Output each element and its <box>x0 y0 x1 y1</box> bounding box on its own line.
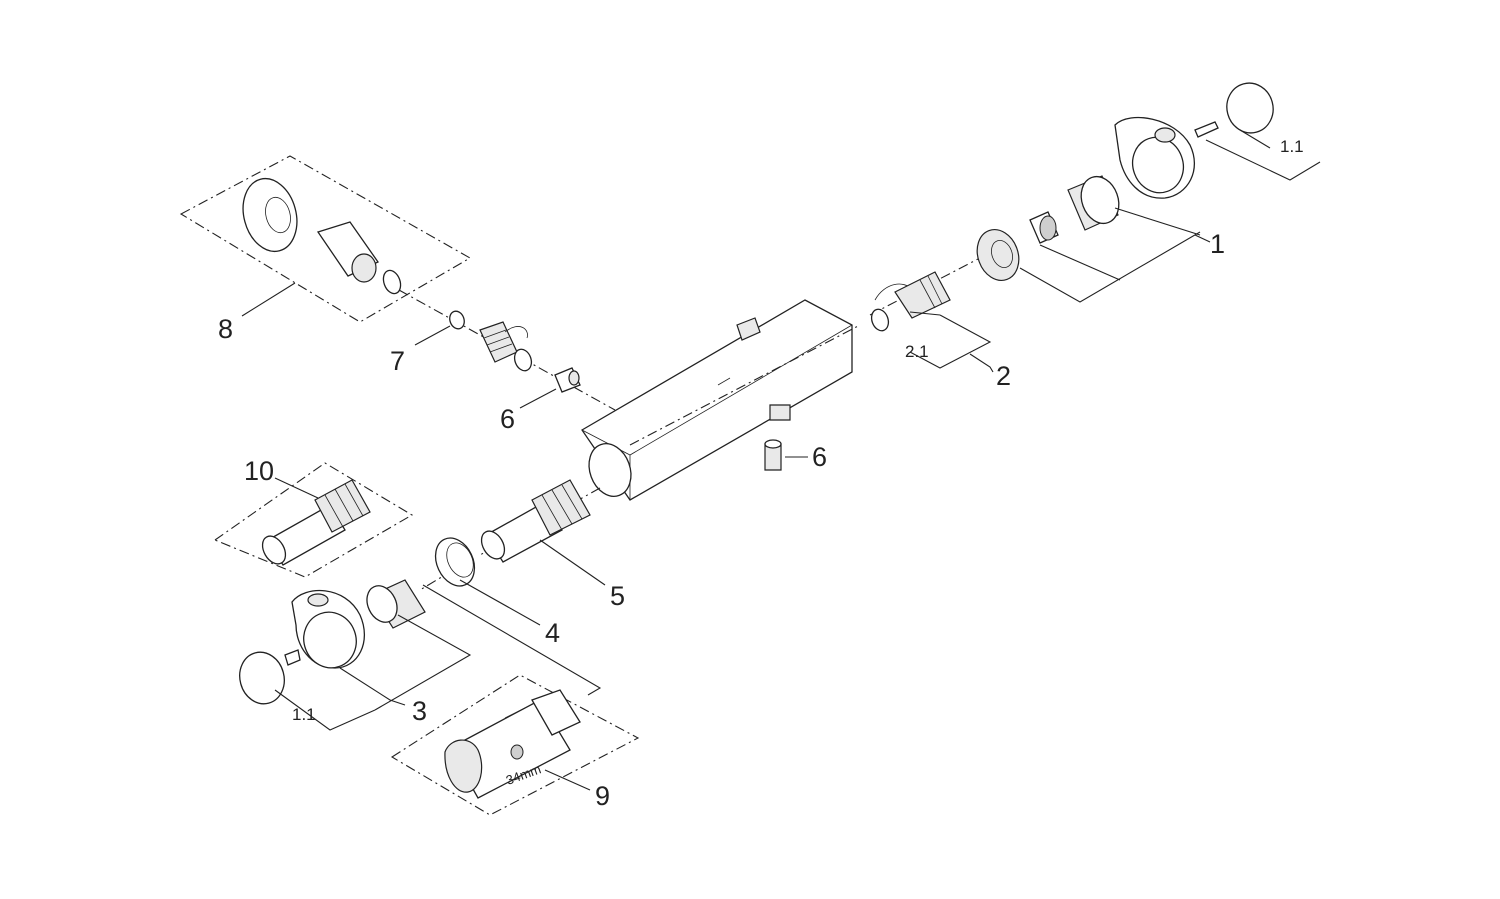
label-5: 5 <box>610 581 625 611</box>
part-10-group: 10 <box>213 456 414 578</box>
label-2: 2 <box>996 361 1011 391</box>
part-9-group: 34mm 9 <box>390 674 640 816</box>
label-8: 8 <box>218 314 233 344</box>
label-6-right: 6 <box>812 442 827 472</box>
label-1: 1 <box>1210 229 1225 259</box>
label-7: 7 <box>390 346 405 376</box>
label-9: 9 <box>595 781 610 811</box>
part-1-group: 1.1 1 <box>976 82 1321 303</box>
label-6-left: 6 <box>500 404 515 434</box>
part-8-group: 8 <box>179 155 472 344</box>
part-2-group: 2.1 2 <box>870 271 1011 391</box>
part-3-group: 1.1 3 <box>239 579 602 731</box>
part-5-group: 5 <box>480 479 625 611</box>
thermostat-body <box>581 299 853 501</box>
part-4-group: 4 <box>434 537 560 648</box>
label-2-1: 2.1 <box>905 342 929 361</box>
part-6-right-group: 6 <box>764 439 827 472</box>
label-1-1-top: 1.1 <box>1280 137 1304 156</box>
part-7-group: 7 <box>390 310 465 376</box>
spring-check-valve-left <box>479 321 533 372</box>
label-10: 10 <box>244 456 274 486</box>
label-4: 4 <box>545 618 560 648</box>
part-6-left-group: 6 <box>500 367 581 434</box>
label-1-1-bottom: 1.1 <box>292 705 316 724</box>
label-3: 3 <box>412 696 427 726</box>
